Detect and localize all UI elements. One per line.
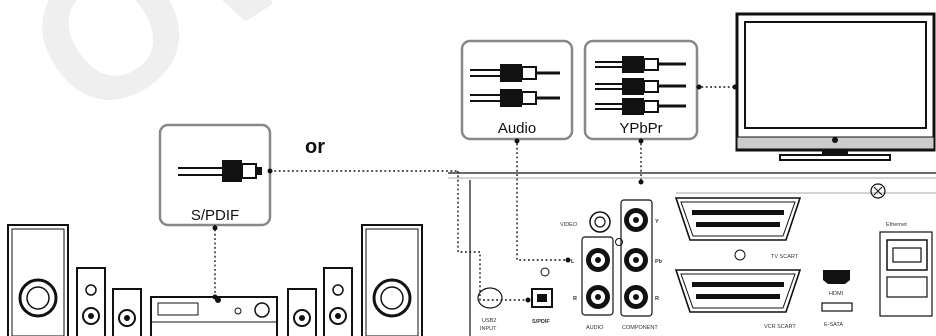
component-port-label: COMPONENT xyxy=(622,325,658,331)
audio-box-label: Audio xyxy=(498,120,536,137)
speaker-right-satellite-1 xyxy=(287,288,317,336)
or-label: or xyxy=(305,136,325,158)
input-label: INPUT xyxy=(480,326,497,332)
usb2-label: USB2 xyxy=(482,318,496,324)
hdmi-label: HDMI xyxy=(829,291,844,297)
tv-monitor xyxy=(735,12,936,161)
speaker-left-tower xyxy=(7,224,69,336)
speaker-right-satellite-2 xyxy=(323,267,353,336)
audio-cable-box: Audio xyxy=(460,39,574,141)
pin-r-label: R xyxy=(573,296,577,302)
vcr-scart-label: VCR SCART xyxy=(764,324,796,330)
speaker-left-satellite-1 xyxy=(76,267,106,336)
esata-label: E-SATA xyxy=(824,322,843,328)
audio-port-label: AUDIO xyxy=(586,325,604,331)
video-label: VIDEO xyxy=(560,222,578,228)
spdif-box-label: S/PDIF xyxy=(191,207,239,224)
av-receiver xyxy=(150,296,278,336)
pin-y-label: Y xyxy=(655,219,659,225)
device-back-panel: USB2 INPUT S/PDIF VIDEO L R AUDIO xyxy=(448,172,936,336)
tv-scart-label: TV SCART xyxy=(771,254,799,260)
speaker-right-tower xyxy=(361,224,423,336)
spdif-cable-box: S/PDIF xyxy=(158,123,272,227)
pin-pb-label: Pb xyxy=(655,259,663,265)
pin-r2-label: R xyxy=(655,296,659,302)
spdif-port-label: S/PDIF xyxy=(532,319,550,325)
connection-lines xyxy=(212,84,738,303)
ypbpr-box-label: YPbPr xyxy=(619,120,662,137)
speaker-left-satellite-2 xyxy=(112,288,142,336)
ypbpr-cable-box: YPbPr xyxy=(583,39,699,141)
pin-l-label: L xyxy=(571,259,575,265)
ethernet-label: Ethernet xyxy=(886,222,907,228)
